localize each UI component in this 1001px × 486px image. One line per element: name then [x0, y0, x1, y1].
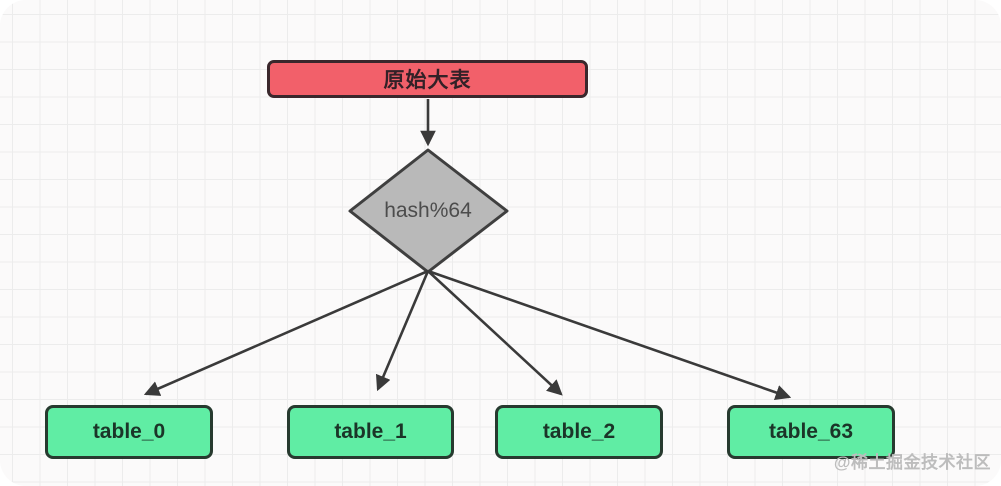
decision-node-label: hash%64: [384, 199, 472, 222]
node-table-0-label: table_0: [92, 420, 166, 443]
node-original-big-table-label: 原始大表: [383, 69, 472, 92]
node-table-0: table_0: [45, 405, 213, 459]
node-table-63: table_63: [727, 405, 895, 459]
edge-decision-to-table-2: [427, 270, 563, 396]
node-table-63-label: table_63: [768, 420, 854, 443]
edge-decision-to-table-1: [375, 270, 430, 392]
node-table-2-label: table_2: [542, 420, 616, 443]
watermark-text: @稀土掘金技术社区: [833, 453, 991, 472]
node-table-2: table_2: [495, 405, 663, 459]
edge-decision-to-table-63: [427, 269, 792, 400]
node-table-1: table_1: [287, 405, 454, 459]
node-table-1-label: table_1: [334, 420, 407, 443]
edge-decision-to-table-0: [143, 269, 429, 396]
node-original-big-table: 原始大表: [267, 60, 588, 98]
